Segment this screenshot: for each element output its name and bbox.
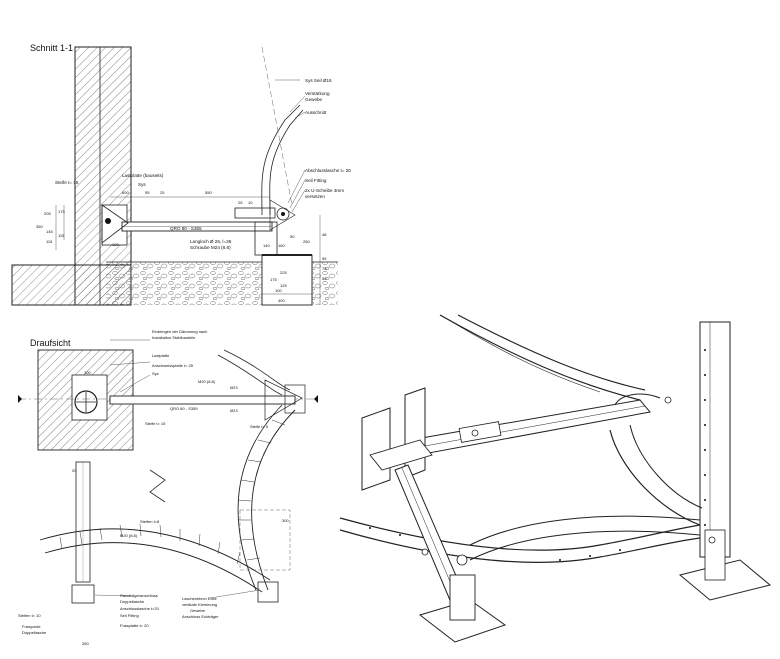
plan-arch-right [251, 409, 296, 591]
annotation-label: 20 [72, 468, 77, 473]
cable-line [261, 46, 293, 206]
annotation-label: Sys [152, 371, 159, 376]
annotation-label: Sys Seil Ø16 [305, 78, 332, 83]
annotation-label: Steife t= 5 [250, 424, 269, 429]
annotation-label: Doppellasche [120, 599, 145, 604]
plan-arch-outer [39, 528, 271, 581]
annotation-label: 225 [280, 270, 287, 275]
annotation-label: Verstärkung [305, 91, 330, 96]
annotation-label: Seil Fitting [305, 178, 327, 183]
plan-title: Draufsicht [30, 338, 71, 348]
annotation-label: Einbringen der Dämmung nach [152, 329, 207, 334]
annotation-label: 145 [46, 229, 53, 234]
annotation-label: 175 [270, 277, 277, 282]
iso-corner-curve [609, 429, 701, 526]
plan-qro-beam [109, 395, 296, 405]
iso-wall-plate [361, 407, 391, 491]
annotation-label: 100 [275, 288, 282, 293]
annotation-label: 48 [322, 232, 327, 237]
iso-curved-beam-upper [439, 314, 641, 401]
annotation-label: M20 (8.8) [198, 379, 216, 384]
annotation-label: 260 [82, 641, 89, 646]
annotation-label: 95 [322, 256, 327, 261]
annotation-label: Randträgeranschluss [120, 593, 158, 598]
plan-edge-beam-upper [217, 354, 283, 396]
annotation-label: Installation Stahlbauteile [152, 335, 196, 340]
annotation-label: 300 [282, 518, 289, 523]
annotation-label: 175 [58, 209, 65, 214]
annotation-label: 140 [263, 243, 270, 248]
annotation-label: versetzen [305, 194, 325, 199]
annotation-label: 10 [248, 200, 253, 205]
annotation-label: 350 [36, 224, 43, 229]
annotation-label: Fussplatte t= 20 [120, 623, 149, 628]
annotation-label: Schraube M24 (8.8) [190, 245, 231, 250]
section-title: Schnitt 1-1 [30, 43, 73, 53]
section-view: Schnitt 1-1 [11, 43, 351, 306]
annotation-label: Doppellasche [22, 630, 47, 635]
annotation-label: 100 [112, 242, 119, 247]
annotation-label: Ø23 [230, 385, 238, 390]
annotation-label: Steife t= 15 [145, 421, 166, 426]
annotation-label: 125 [280, 283, 287, 288]
iso-curved-beam-lower [339, 517, 701, 551]
annotation-label: 160 [278, 243, 285, 248]
annotation-label: QRO 80 - S355 [170, 226, 202, 231]
annotation-label: Lastplatte [152, 353, 170, 358]
plan-view: Draufsicht [18, 329, 318, 646]
iso-post [699, 321, 731, 558]
annotation-label: Fusspunkt [22, 624, 41, 629]
annotation-label: Laschenblech Ecke [182, 596, 217, 601]
annotation-label: 2x U-Scheibe 3mm [305, 188, 344, 193]
annotation-label: 100 [84, 370, 91, 375]
annotation-label: Ø23 [230, 408, 238, 413]
annotation-label: 205 [44, 211, 51, 216]
annotation-label: Langloch Ø 26, l=36 [190, 239, 232, 244]
break-symbol [149, 469, 166, 503]
annotation-label: Steife t= 15 [55, 180, 79, 185]
annotation-label: 75 [322, 266, 327, 271]
annotation-label: 600 [122, 190, 129, 195]
annotation-label: Sys [138, 182, 146, 187]
annotation-label: 115 [58, 233, 65, 238]
annotation-label: 25 [238, 200, 243, 205]
annotation-label: Anschweissplatte t= 25 [152, 363, 194, 368]
annotation-label: 50 [290, 234, 295, 239]
annotation-label: Gewebe [190, 608, 206, 613]
annotation-label: M20 (8.8) [120, 533, 138, 538]
annotation-label: 550 [205, 190, 212, 195]
annotation-label: Abschlusslasche t= 20 [305, 168, 351, 173]
annotation-label: 50 [322, 276, 327, 281]
annotation-label: 55 [145, 190, 150, 195]
annotation-label: 25 [160, 190, 165, 195]
annotation-label: 115 [46, 239, 53, 244]
iso-strut [409, 399, 651, 456]
membrane-curve [261, 104, 301, 216]
annotation-label: 250 [303, 239, 310, 244]
annotation-label: 400 [278, 298, 285, 303]
annotation-label: Lastplatte (bauseits) [122, 173, 164, 178]
isometric-view [339, 314, 772, 643]
annotation-label: Ausschnitt [305, 110, 327, 115]
annotation-label: Steifen t= 10 [18, 613, 41, 618]
annotation-label: Steifen t=8 [140, 519, 160, 524]
annotation-label: vertikale Klemmung [182, 602, 217, 607]
annotation-label: Gewebe [305, 97, 323, 102]
annotation-label: QRO 80 - S355 [170, 406, 198, 411]
annotation-label: Anschlusslasche t=20 [120, 606, 160, 611]
annotation-label: Anschluss Eckträger [182, 614, 219, 619]
annotation-label: Seil Fitting [120, 613, 139, 618]
